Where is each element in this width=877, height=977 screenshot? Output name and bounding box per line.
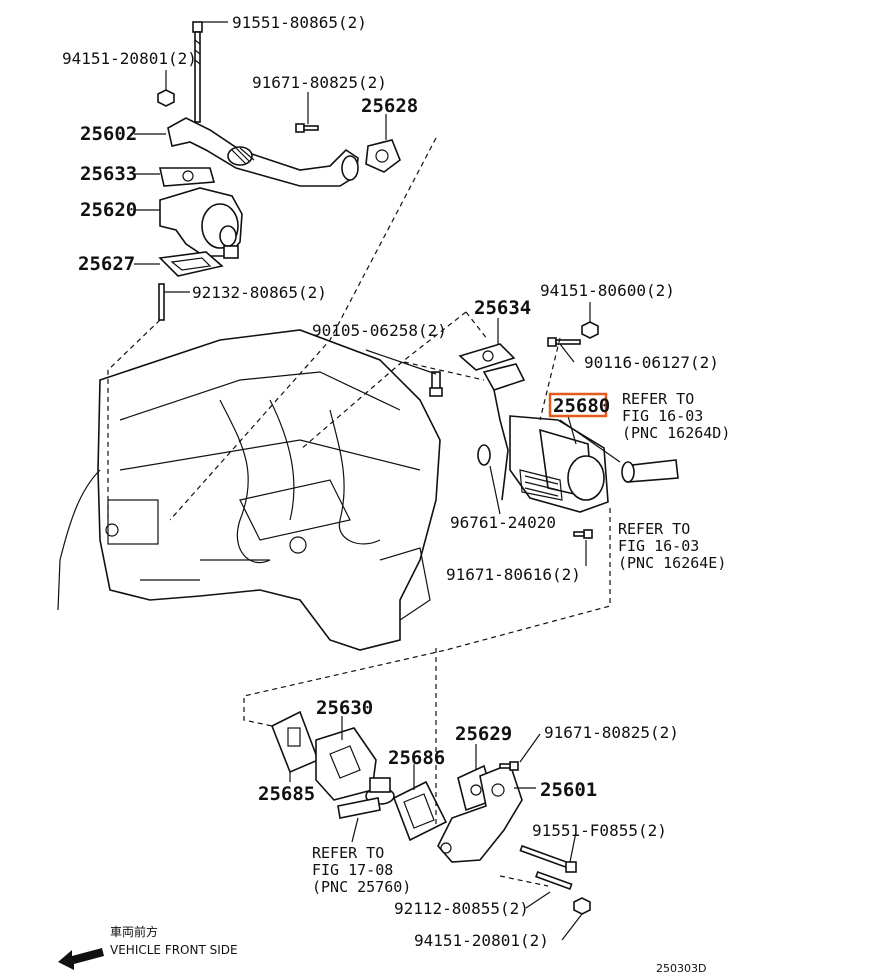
front-side-jp: 車両前方 xyxy=(110,924,158,939)
arrow-left-icon xyxy=(58,948,104,970)
callout-25620: 25620 xyxy=(80,199,137,221)
bolt-90116-06127 xyxy=(547,337,581,347)
bolt-91551-F0855 xyxy=(519,844,577,873)
front-side-en: VEHICLE FRONT SIDE xyxy=(110,943,238,957)
callout-25686: 25686 xyxy=(388,747,445,769)
callout-25680: 25680 xyxy=(553,395,610,417)
callout-91551-F0855: 91551-F0855(2) xyxy=(532,821,667,840)
egr-part-25630 xyxy=(315,727,395,805)
callout-25627: 25627 xyxy=(78,253,135,275)
gasket-25627 xyxy=(158,251,224,277)
ref3-line3: (PNC 25760) xyxy=(312,878,411,896)
o-ring-96761-24020 xyxy=(477,444,491,466)
callout-25633: 25633 xyxy=(80,163,137,185)
callout-94151-20801-top: 94151-20801(2) xyxy=(62,49,197,68)
ref2-line2: FIG 16-03 xyxy=(618,537,699,555)
bolt-91671-80616 xyxy=(573,529,593,539)
stud-92132-80865 xyxy=(158,283,165,321)
stud-92112-80855 xyxy=(535,870,573,891)
bolt-91551-80865 xyxy=(192,21,203,123)
gasket-25634 xyxy=(458,343,516,371)
nut-94151-80600 xyxy=(581,321,599,339)
engine-block xyxy=(57,329,441,651)
gasket-25628 xyxy=(365,139,401,173)
bolt-91671-80825-bot xyxy=(499,761,519,771)
gasket-90105-06258-area xyxy=(429,371,443,397)
callout-91671-80825-top: 91671-80825(2) xyxy=(252,73,387,92)
diagram-code: 250303D xyxy=(656,962,706,975)
ref1-line3: (PNC 16264D) xyxy=(622,424,730,442)
callout-94151-80600: 94151-80600(2) xyxy=(540,281,675,300)
nut-94151-20801-top xyxy=(157,89,175,107)
leader-lines xyxy=(134,21,591,941)
callout-96761-24020: 96761-24020 xyxy=(450,513,556,532)
callout-25685: 25685 xyxy=(258,783,315,805)
callout-91671-80825-bot: 91671-80825(2) xyxy=(544,723,679,742)
callout-25628: 25628 xyxy=(361,95,418,117)
callout-25602: 25602 xyxy=(80,123,137,145)
ref1-line1: REFER TO xyxy=(622,390,694,408)
ref3-line2: FIG 17-08 xyxy=(312,861,393,879)
highlight-box-25680 xyxy=(548,392,608,418)
hose-ref xyxy=(621,459,679,483)
callout-90116-06127: 90116-06127(2) xyxy=(584,353,719,372)
callout-25634: 25634 xyxy=(474,297,531,319)
gasket-25686 xyxy=(392,780,448,842)
egr-pipe-25601 xyxy=(437,762,523,863)
callout-25601: 25601 xyxy=(540,779,597,801)
callout-91671-80616: 91671-80616(2) xyxy=(446,565,581,584)
callout-91551-80865: 91551-80865(2) xyxy=(232,13,367,32)
egr-valve-25620 xyxy=(159,187,243,259)
callout-25629: 25629 xyxy=(455,723,512,745)
callout-94151-20801-bot: 94151-20801(2) xyxy=(414,931,549,950)
ref1-line2: FIG 16-03 xyxy=(622,407,703,425)
bolt-91671-80825-top xyxy=(295,123,319,133)
ref2-line3: (PNC 16264E) xyxy=(618,554,726,572)
gasket-25685 xyxy=(270,710,320,774)
callout-92112-80855: 92112-80855(2) xyxy=(394,899,529,918)
ref2-line1: REFER TO xyxy=(618,520,690,538)
callout-25630: 25630 xyxy=(316,697,373,719)
callout-92132-80865: 92132-80865(2) xyxy=(192,283,327,302)
egr-cooler-25680 xyxy=(482,363,621,513)
gasket-25633 xyxy=(159,167,216,187)
callout-90105-06258: 90105-06258(2) xyxy=(312,321,447,340)
pipe-ref-25760 xyxy=(337,797,381,819)
nut-94151-20801-bot xyxy=(573,897,591,915)
ref3-line1: REFER TO xyxy=(312,844,384,862)
egr-pipe-25602 xyxy=(167,117,359,187)
